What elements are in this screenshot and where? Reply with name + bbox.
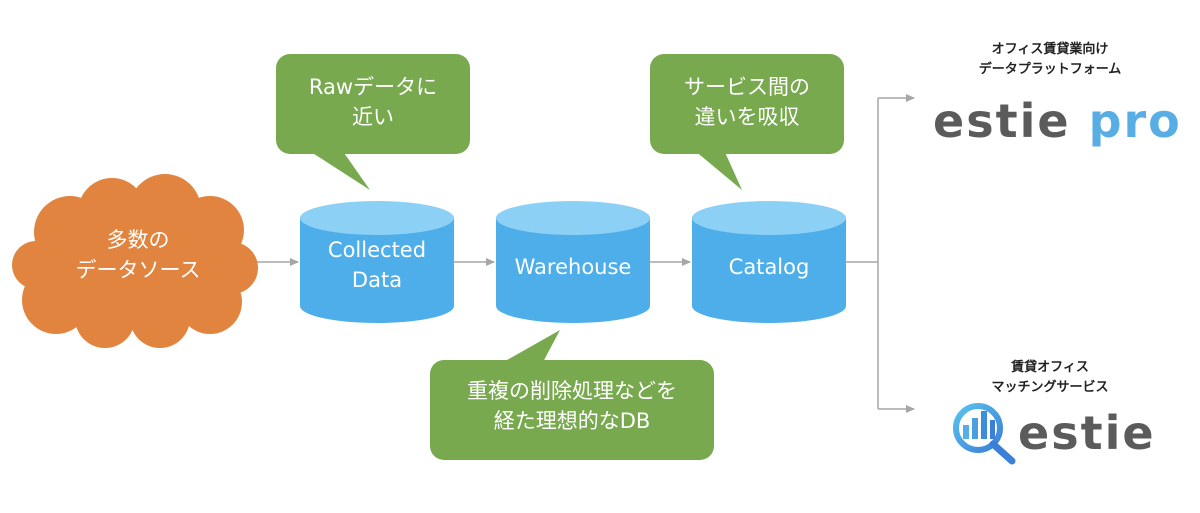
estie-subtitle: 賃貸オフィス マッチングサービス: [991, 360, 1109, 395]
callout-raw: [276, 54, 470, 190]
callout-service: [650, 54, 844, 190]
estie-pro-logo-word1: estie: [933, 94, 1071, 148]
estie-logo: estie: [1018, 410, 1156, 456]
connectors: [255, 94, 915, 413]
callout-dedup-text: 重複の削除処理などを 経た理想的なDB: [467, 379, 677, 433]
callout-service-text: サービス間の 違いを吸収: [684, 75, 810, 129]
bar-chart-magnifier-icon: [953, 403, 1016, 465]
warehouse-label: Warehouse: [514, 255, 632, 279]
estie-logo-word: estie: [1018, 406, 1156, 460]
collected-data-label: Collected Data: [327, 238, 427, 292]
estie-pro-logo-word2: pro: [1088, 94, 1182, 148]
catalog-label: Catalog: [728, 255, 810, 279]
db-cylinder-collected: [300, 201, 454, 323]
data-source-cloud: [12, 174, 258, 348]
estie-pro-logo: estie pro: [933, 98, 1182, 144]
db-cylinder-warehouse: [496, 201, 650, 323]
callout-dedup: [430, 330, 714, 460]
estie-pro-subtitle: オフィス賃貸業向け データプラットフォーム: [978, 42, 1122, 77]
callout-raw-text: Rawデータに 近い: [308, 75, 438, 129]
data-source-label: 多数の データソース: [75, 228, 201, 282]
db-cylinder-catalog: [692, 201, 846, 323]
